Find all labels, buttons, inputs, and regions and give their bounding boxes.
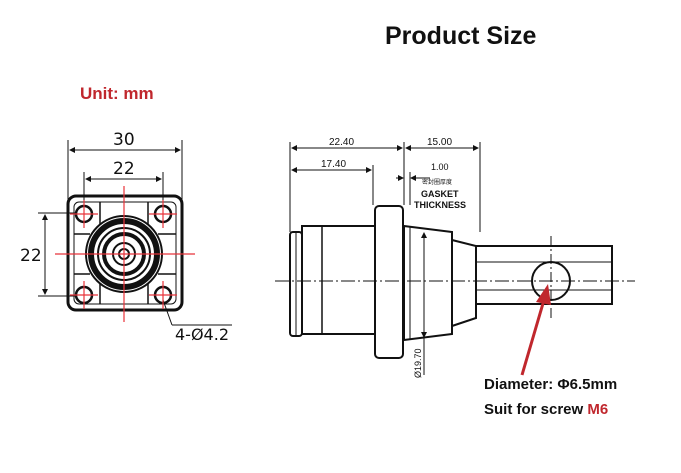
dim-width-outer: 30 — [113, 130, 135, 150]
gasket-chinese-label: 密封圈厚度 — [422, 178, 452, 186]
screw-value: M6 — [587, 401, 609, 418]
front-view — [38, 140, 232, 326]
page-title: Product Size — [385, 22, 537, 50]
hole-callout: 4-Ø4.2 — [175, 325, 229, 344]
front-center-lines — [55, 186, 195, 322]
side-center-lines — [275, 236, 635, 320]
side-view — [289, 142, 613, 375]
unit-label: Unit: mm — [80, 84, 154, 103]
diameter-value: Φ6.5mm — [557, 376, 618, 393]
dim-total-left: 22.40 — [329, 137, 354, 148]
diameter-prefix: Diameter: — [484, 376, 558, 393]
diameter-caption: Diameter: Φ6.5mm — [484, 376, 617, 393]
screw-prefix: Suit for screw — [484, 401, 588, 418]
gasket-label-line1: GASKET — [421, 189, 459, 199]
screw-caption: Suit for screw M6 — [484, 401, 608, 418]
red-arrow — [520, 284, 551, 376]
dim-diameter-vertical: Ø19.70 — [413, 348, 423, 378]
gasket-label-line2: THICKNESS — [414, 200, 466, 210]
dim-height: 22 — [20, 246, 42, 266]
dim-left-inner: 17.40 — [321, 159, 346, 170]
dim-right: 15.00 — [427, 137, 452, 148]
dim-gasket: 1.00 — [431, 162, 449, 172]
dim-width-inner: 22 — [113, 159, 135, 179]
